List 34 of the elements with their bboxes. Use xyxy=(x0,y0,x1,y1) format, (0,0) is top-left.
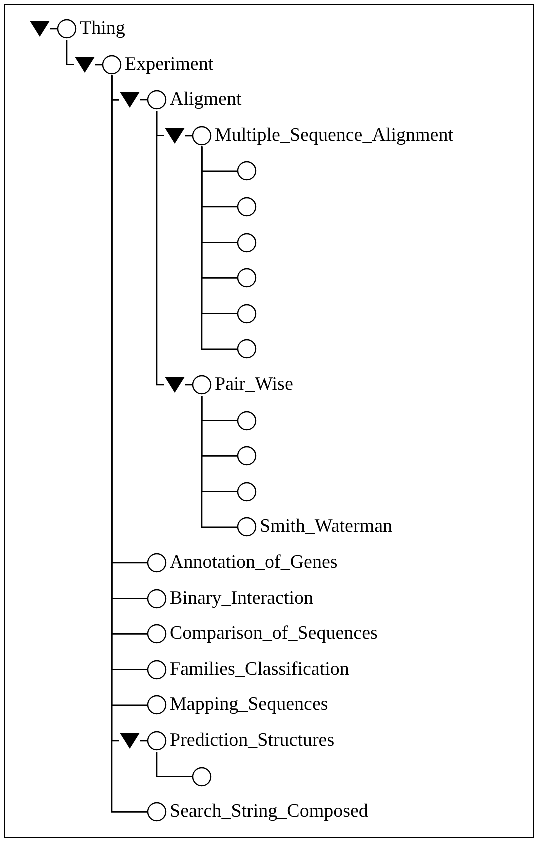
node-label: Binary_Interaction xyxy=(170,588,314,610)
class-node xyxy=(237,196,257,218)
node-label: Families_Classification xyxy=(170,658,350,681)
node-label: Aligment xyxy=(170,89,242,112)
node-label: Prediction_Structures xyxy=(170,730,335,752)
node-label: Thing xyxy=(80,18,126,40)
class-node xyxy=(237,338,257,360)
connector-line xyxy=(156,752,192,778)
class-node xyxy=(237,267,257,290)
node-label: Experiment xyxy=(125,54,214,76)
connector-line xyxy=(201,396,237,528)
class-node xyxy=(164,124,454,147)
class-node xyxy=(192,766,212,788)
class-node xyxy=(237,480,257,503)
node-label: Annotation_of_Genes xyxy=(170,552,338,574)
class-node xyxy=(237,445,257,468)
class-node xyxy=(237,410,257,432)
connector-line xyxy=(201,146,237,350)
node-label: Search_String_Composed xyxy=(170,801,368,824)
class-node xyxy=(164,374,294,396)
class-node xyxy=(119,89,242,112)
class-node xyxy=(237,160,257,182)
class-node xyxy=(237,302,257,325)
node-label: Multiple_Sequence_Alignment xyxy=(215,124,454,147)
class-node xyxy=(74,54,214,76)
class-node xyxy=(119,730,335,752)
node-label: Comparison_of_Sequences xyxy=(170,623,378,646)
connector-line xyxy=(66,40,74,66)
node-label: Pair_Wise xyxy=(215,374,294,396)
class-node xyxy=(237,232,257,254)
node-label: Smith_Waterman xyxy=(260,516,392,538)
node-label: Mapping_Sequences xyxy=(170,694,328,716)
class-node xyxy=(29,18,126,40)
connector-line xyxy=(156,111,164,386)
